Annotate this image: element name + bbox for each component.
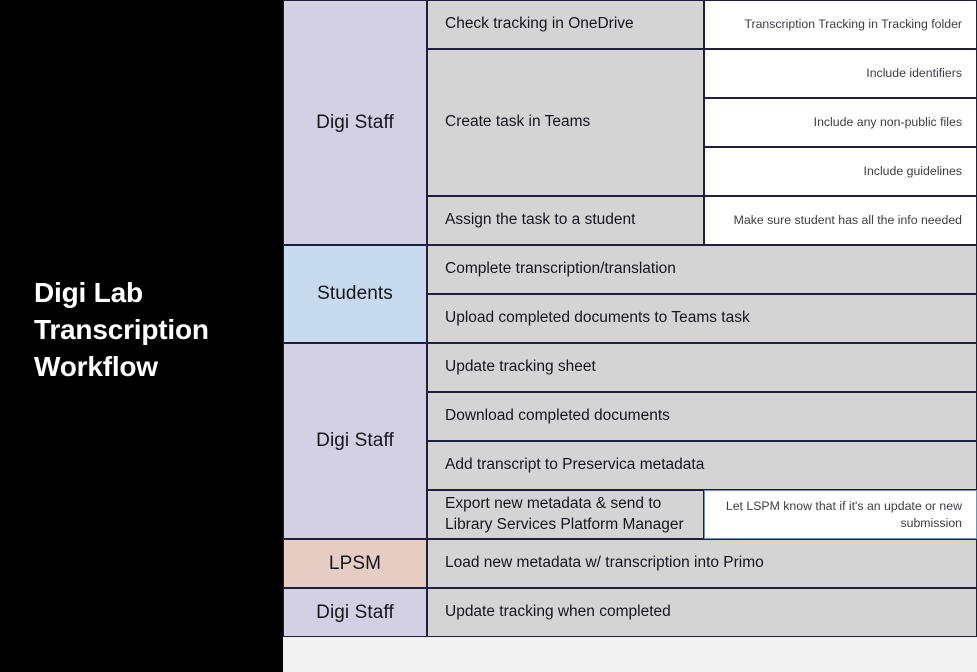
task-row: Upload completed documents to Teams task <box>427 294 977 343</box>
role-label-lpsm: LPSM <box>283 539 427 588</box>
task-row: Download completed documents <box>427 392 977 441</box>
task-label: Upload completed documents to Teams task <box>427 294 977 343</box>
task-note: Let LSPM know that if it's an update or … <box>704 490 977 539</box>
task-label: Export new metadata & send to Library Se… <box>427 490 704 539</box>
task-label: Add transcript to Preservica metadata <box>427 441 977 490</box>
task-note: Make sure student has all the info neede… <box>704 196 977 245</box>
note-stack: Transcription Tracking in Tracking folde… <box>704 0 977 49</box>
task-row: Update tracking when completed <box>427 588 977 637</box>
task-note: Include identifiers <box>704 49 977 98</box>
task-label: Load new metadata w/ transcription into … <box>427 539 977 588</box>
role-label-students: Students <box>283 245 427 343</box>
task-row: Complete transcription/translation <box>427 245 977 294</box>
task-note: Include guidelines <box>704 147 977 196</box>
role-label-digi-staff: Digi Staff <box>283 0 427 245</box>
task-label: Assign the task to a student <box>427 196 704 245</box>
task-label: Update tracking sheet <box>427 343 977 392</box>
task-label: Create task in Teams <box>427 49 704 196</box>
task-row: Load new metadata w/ transcription into … <box>427 539 977 588</box>
task-row: Export new metadata & send to Library Se… <box>427 490 977 539</box>
task-label: Check tracking in OneDrive <box>427 0 704 49</box>
task-stack: Update tracking when completed <box>427 588 977 637</box>
note-stack: Let LSPM know that if it's an update or … <box>704 490 977 539</box>
page-title: Digi Lab Transcription Workflow <box>34 277 209 383</box>
task-note: Transcription Tracking in Tracking folde… <box>704 0 977 49</box>
task-row: Add transcript to Preservica metadata <box>427 441 977 490</box>
task-label: Update tracking when completed <box>427 588 977 637</box>
role-label-digi-staff: Digi Staff <box>283 588 427 637</box>
note-stack: Make sure student has all the info neede… <box>704 196 977 245</box>
task-label: Download completed documents <box>427 392 977 441</box>
task-stack: Load new metadata w/ transcription into … <box>427 539 977 588</box>
task-label: Complete transcription/translation <box>427 245 977 294</box>
title-panel: Digi Lab Transcription Workflow <box>0 0 283 672</box>
role-label-digi-staff: Digi Staff <box>283 343 427 539</box>
task-note: Include any non-public files <box>704 98 977 147</box>
task-row: Update tracking sheet <box>427 343 977 392</box>
